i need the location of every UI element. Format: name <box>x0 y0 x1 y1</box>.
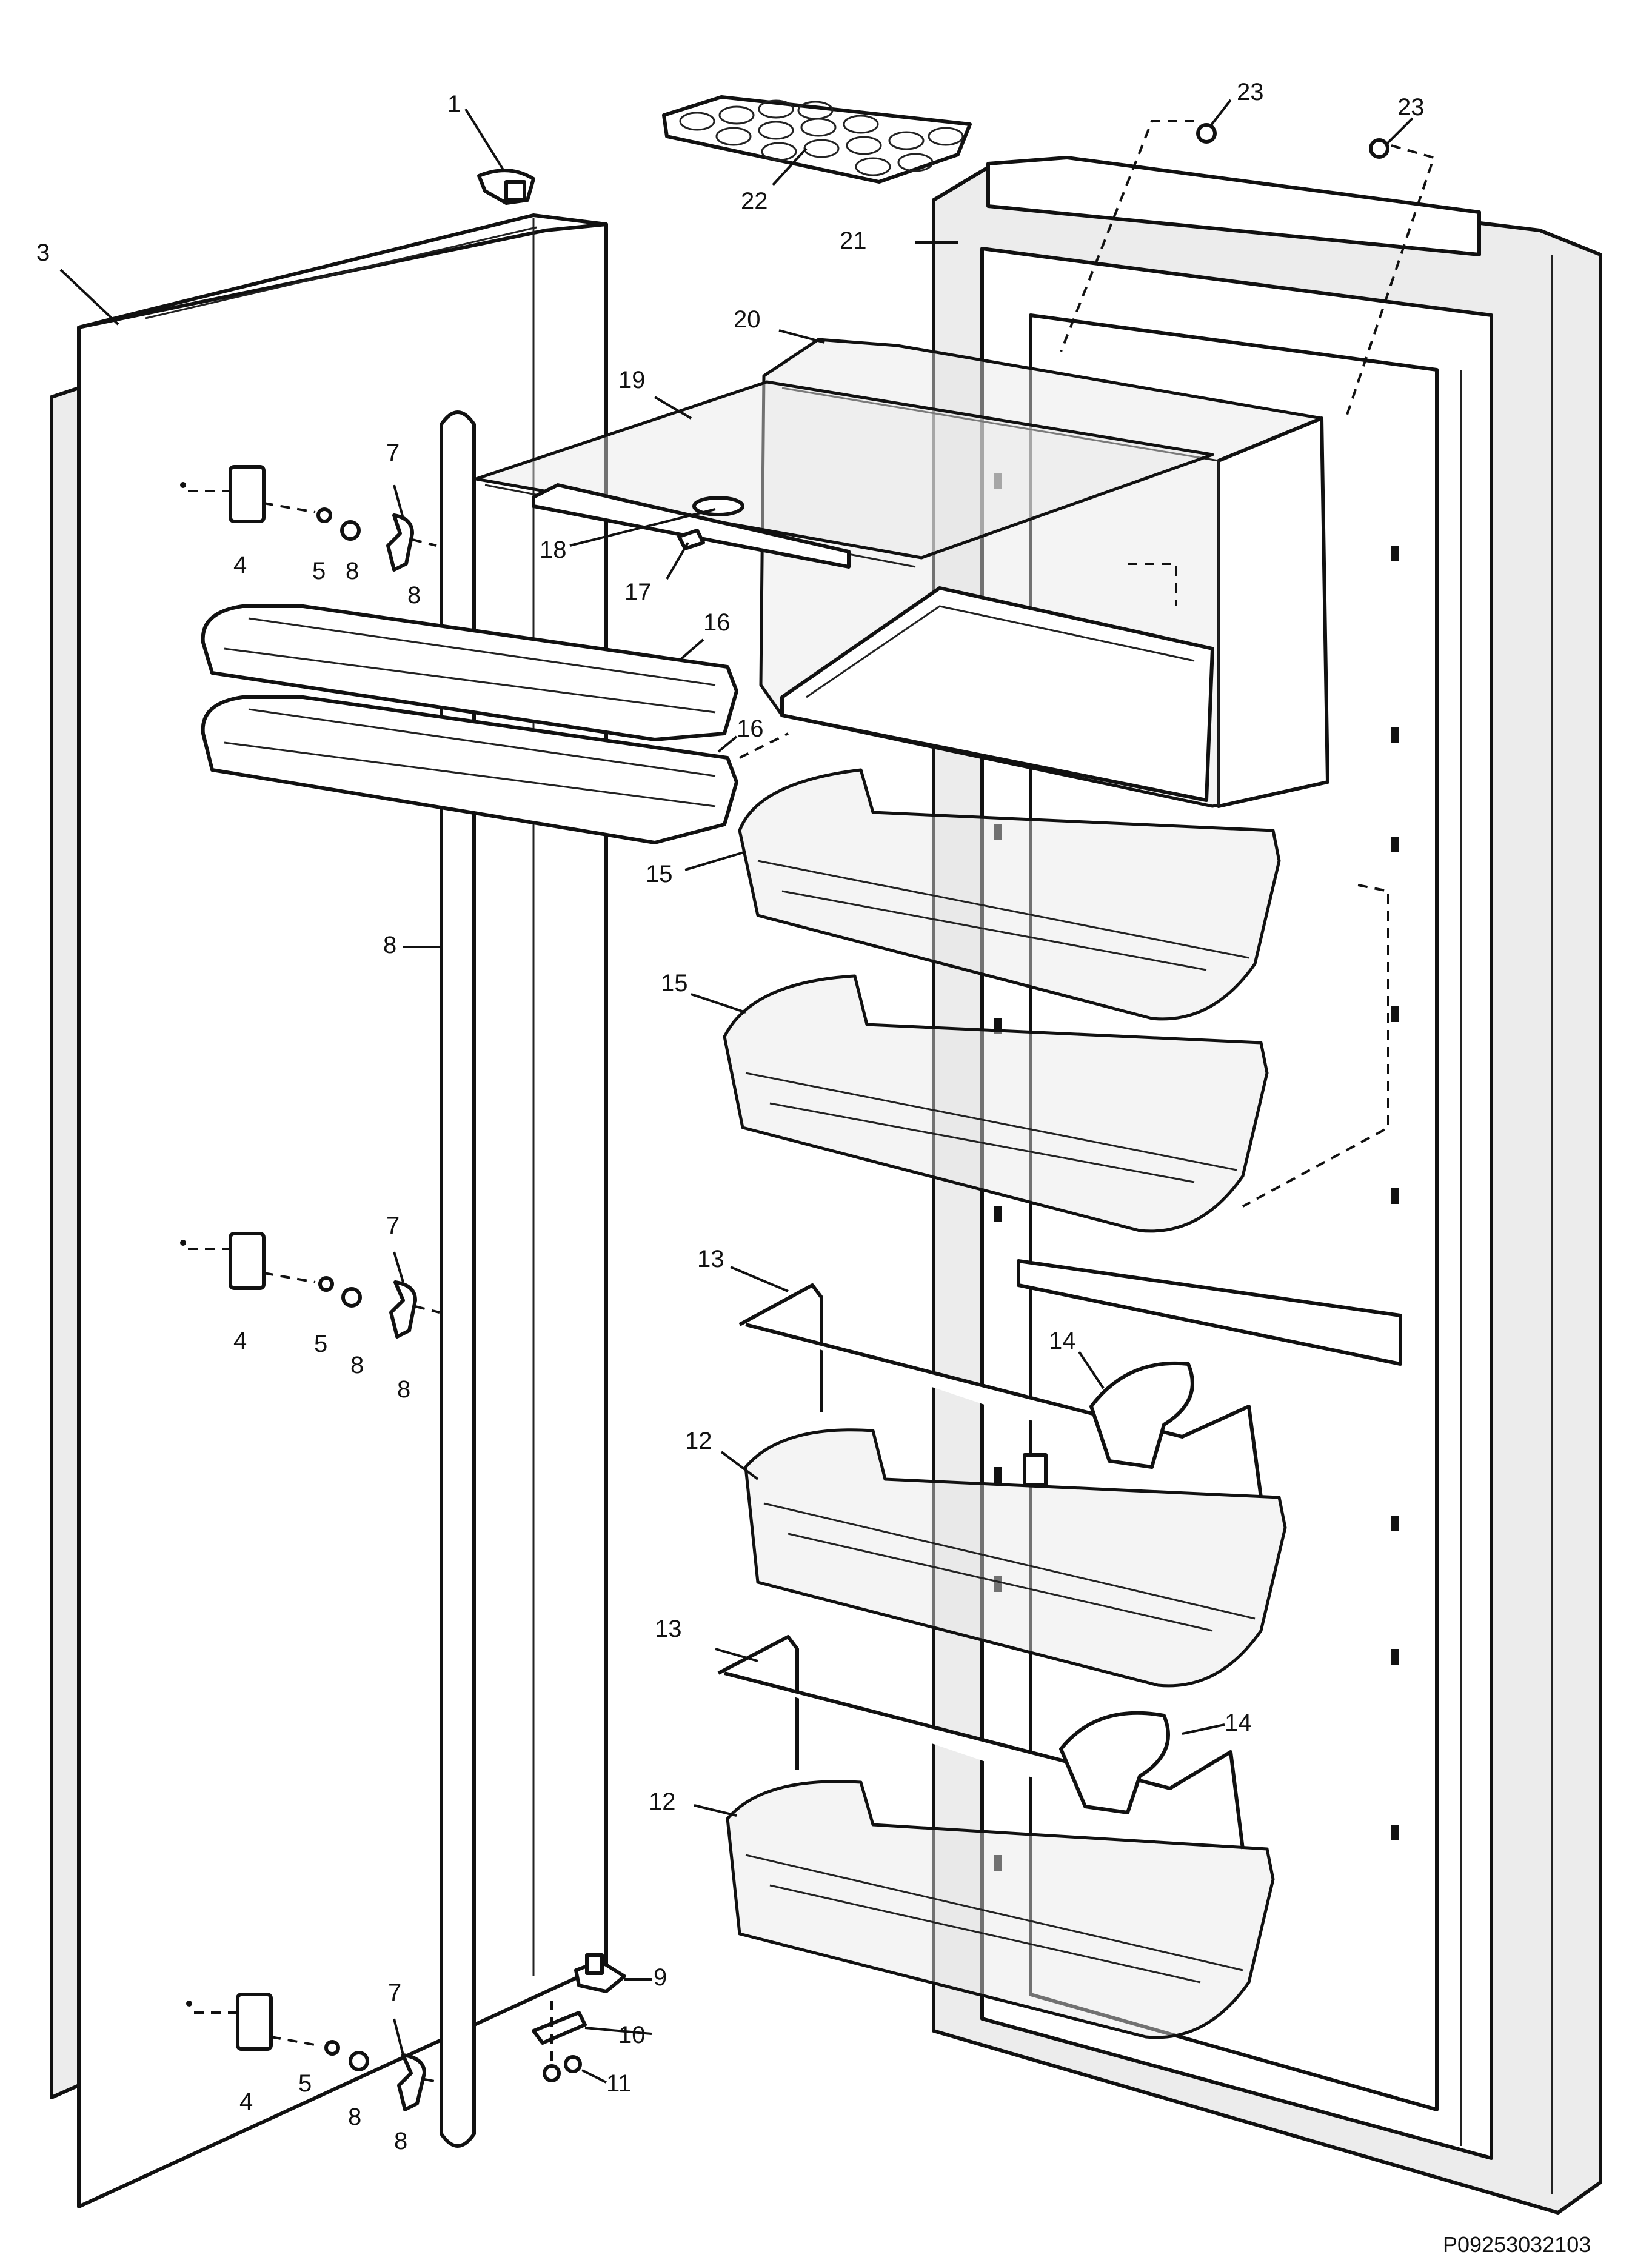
callout-8: 8 <box>407 582 421 609</box>
callout-23: 23 <box>1237 79 1264 105</box>
door-bin-12-upper <box>744 1428 1287 1688</box>
cup-14-lower <box>1059 1711 1170 1814</box>
callout-7: 7 <box>386 1212 400 1239</box>
callout-17: 17 <box>624 579 652 606</box>
callout-16: 16 <box>703 609 731 636</box>
crisper-shelf-frame <box>780 586 1214 802</box>
callout-8: 8 <box>383 932 396 958</box>
callout-14: 14 <box>1049 1328 1076 1354</box>
callout-8: 8 <box>394 2128 407 2154</box>
callout-4: 4 <box>233 1328 247 1354</box>
door-handle <box>440 410 476 2148</box>
egg-tray <box>662 95 972 184</box>
callout-11: 11 <box>606 2070 632 2097</box>
callout-15: 15 <box>646 861 673 887</box>
callout-12: 12 <box>685 1428 712 1454</box>
hinge-set-top <box>180 465 437 572</box>
callout-5: 5 <box>298 2070 312 2097</box>
callout-13: 13 <box>655 1616 682 1642</box>
callout-23: 23 <box>1397 94 1425 121</box>
callout-18: 18 <box>540 537 567 563</box>
callout-7: 7 <box>386 440 400 466</box>
door-bin-12-lower <box>726 1780 1275 2039</box>
door-bin-15-upper <box>738 768 1281 1021</box>
bottom-hinge-parts <box>532 1953 626 2082</box>
hinge-set-middle <box>180 1232 440 1339</box>
callout-14: 14 <box>1225 1710 1252 1736</box>
callout-16: 16 <box>737 715 764 742</box>
callout-3: 3 <box>36 239 50 266</box>
callout-labels: 1 3 4 5 8 7 8 8 4 5 8 7 8 4 5 8 7 8 9 10… <box>36 79 1425 2154</box>
callout-15: 15 <box>661 970 688 997</box>
document-id: P09253032103 <box>1443 2232 1591 2257</box>
callout-7: 7 <box>388 1979 401 2006</box>
callout-21: 21 <box>840 227 867 254</box>
callout-5: 5 <box>312 558 326 584</box>
callout-20: 20 <box>734 306 761 333</box>
top-cap-part <box>477 169 535 205</box>
callout-1: 1 <box>447 91 461 118</box>
cup-14-upper <box>1089 1361 1194 1469</box>
leader-lines <box>59 99 1414 2084</box>
callout-19: 19 <box>618 367 646 393</box>
callout-4: 4 <box>233 552 247 578</box>
callout-5: 5 <box>314 1331 327 1357</box>
door-bin-15-lower <box>723 974 1269 1233</box>
egg-cups <box>679 99 964 176</box>
callout-12: 12 <box>649 1788 676 1815</box>
callout-8: 8 <box>346 558 359 584</box>
hinge-set-bottom <box>186 1993 442 2111</box>
tray-upper <box>201 604 738 741</box>
callout-4: 4 <box>239 2088 253 2115</box>
tray-lower <box>201 695 738 844</box>
callout-8: 8 <box>348 2104 361 2130</box>
callout-8: 8 <box>350 1352 364 1379</box>
callout-13: 13 <box>697 1246 724 1272</box>
screws-23 <box>1060 120 1436 419</box>
callout-8: 8 <box>397 1376 410 1403</box>
clip-17 <box>677 529 705 550</box>
callout-22: 22 <box>741 188 768 215</box>
callout-10: 10 <box>618 2022 646 2048</box>
callout-9: 9 <box>654 1964 667 1991</box>
